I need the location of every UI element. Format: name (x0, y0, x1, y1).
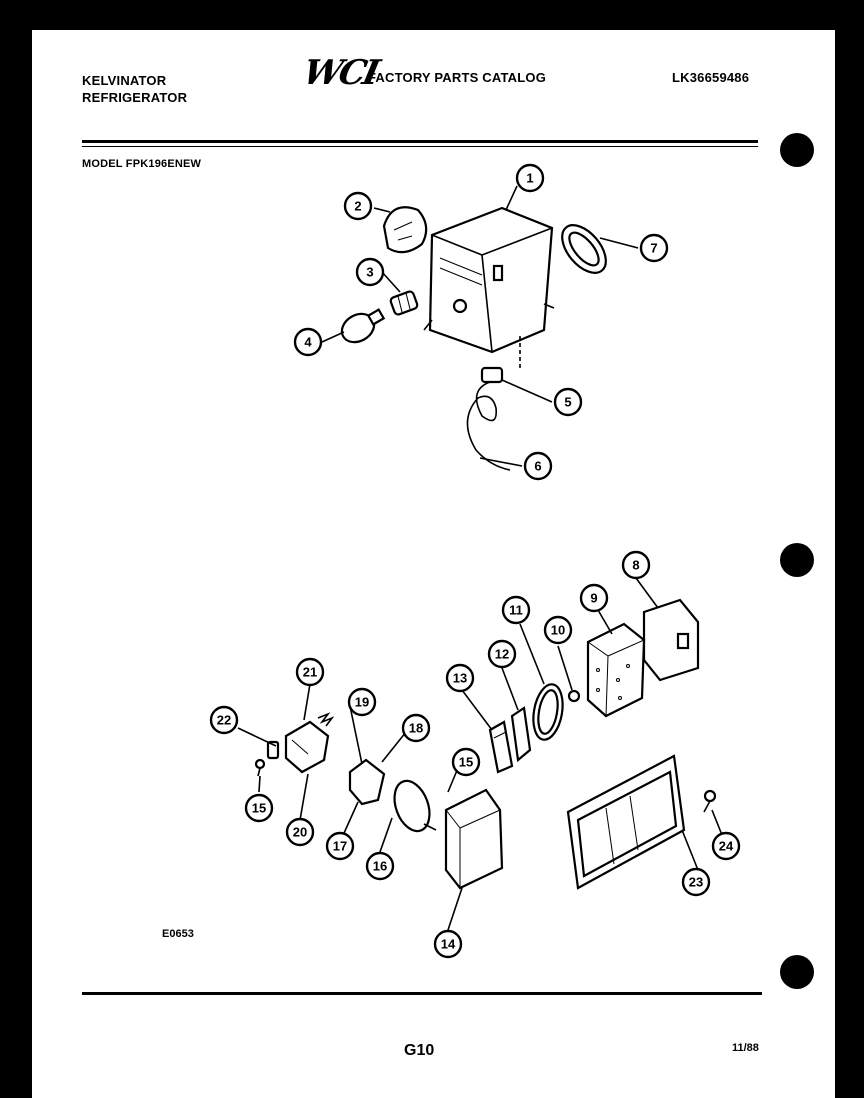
svg-text:9: 9 (590, 591, 597, 606)
svg-text:6: 6 (534, 459, 541, 474)
binder-hole-top (780, 133, 814, 167)
callout-10: 10 (543, 615, 573, 645)
svg-text:4: 4 (304, 335, 312, 350)
svg-text:13: 13 (453, 671, 467, 686)
callout-9: 9 (579, 583, 609, 613)
leader-lines (237, 185, 725, 931)
solenoid-part (284, 720, 330, 774)
catalog-code: LK36659486 (672, 70, 750, 85)
product-type: REFRIGERATOR (82, 90, 188, 105)
svg-text:5: 5 (564, 395, 571, 410)
nut-part (567, 689, 581, 703)
header-rule-bottom (82, 146, 758, 147)
brand-name: KELVINATOR (82, 73, 167, 88)
svg-text:7: 7 (650, 241, 657, 256)
callout-22: 22 (209, 705, 239, 735)
callout-13: 13 (445, 663, 475, 693)
knob-part (382, 206, 428, 254)
callout-1: 1 (515, 163, 545, 193)
actuator-part (348, 758, 386, 806)
svg-text:14: 14 (441, 937, 456, 952)
callout-2: 2 (343, 191, 373, 221)
callout-19: 19 (347, 687, 377, 717)
svg-text:12: 12 (495, 647, 509, 662)
figure-code: E0653 (162, 928, 194, 940)
svg-text:20: 20 (293, 825, 307, 840)
svg-text:19: 19 (355, 695, 369, 710)
socket-part (389, 290, 419, 316)
svg-text:16: 16 (373, 859, 387, 874)
svg-text:17: 17 (333, 839, 347, 854)
svg-text:15: 15 (252, 801, 266, 816)
callout-7: 7 (639, 233, 669, 263)
callout-14: 14 (433, 929, 463, 959)
gear-ring-part (561, 224, 607, 274)
mounting-bracket-part (393, 779, 437, 833)
model-number: MODEL FPK196ENEW (82, 158, 202, 170)
control-box-part (642, 598, 700, 682)
svg-text:18: 18 (409, 721, 423, 736)
brand-block: KELVINATOR REFRIGERATOR (82, 72, 187, 106)
motor-housing-part (586, 622, 646, 718)
svg-text:15: 15 (459, 755, 473, 770)
capillary-tube-part (466, 381, 511, 471)
callout-24: 24 (711, 831, 741, 861)
svg-text:11: 11 (509, 603, 523, 618)
svg-text:22: 22 (217, 713, 231, 728)
callout-11: 11 (501, 595, 531, 625)
revision-date: 11/88 (732, 1042, 759, 1054)
small-screw-part (254, 758, 266, 777)
callout-18: 18 (401, 713, 431, 743)
exploded-parts-diagram: 1 2 3 4 5 6 7 8 9 10 11 12 13 14 15 15 1… (209, 163, 741, 959)
door-panel-part (566, 754, 686, 890)
svg-text:8: 8 (632, 558, 639, 573)
svg-text:21: 21 (303, 665, 317, 680)
callout-15a: 15 (451, 747, 481, 777)
callout-8: 8 (621, 550, 651, 580)
binder-hole-middle (780, 543, 814, 577)
callout-6: 6 (523, 451, 553, 481)
callout-4: 4 (293, 327, 323, 357)
panel-screw-part (703, 789, 717, 813)
page-number: G10 (404, 1042, 435, 1059)
callout-12: 12 (487, 639, 517, 669)
gasket-ring-part (532, 683, 564, 741)
deflector-part (488, 720, 514, 774)
thermostat-part (480, 336, 521, 384)
callout-16: 16 (365, 851, 395, 881)
svg-text:3: 3 (366, 265, 373, 280)
svg-text:2: 2 (354, 199, 361, 214)
binder-hole-bottom (780, 955, 814, 989)
light-bulb-part (340, 308, 386, 344)
spring-part (317, 712, 335, 727)
svg-text:24: 24 (719, 839, 734, 854)
front-plate-part (510, 706, 532, 763)
callout-21: 21 (295, 657, 325, 687)
dispenser-cover-part (444, 788, 504, 890)
footer-rule (82, 992, 762, 995)
catalog-page: KELVINATOR REFRIGERATOR WCI FACTORY PART… (32, 30, 835, 1098)
callout-15b: 15 (244, 793, 274, 823)
catalog-title: FACTORY PARTS CATALOG (368, 70, 547, 85)
svg-text:10: 10 (551, 623, 565, 638)
svg-text:23: 23 (689, 875, 703, 890)
callout-5: 5 (553, 387, 583, 417)
svg-text:1: 1 (526, 171, 533, 186)
callout-20: 20 (285, 817, 315, 847)
callout-17: 17 (325, 831, 355, 861)
callout-3: 3 (355, 257, 385, 287)
header-rule-top (82, 140, 758, 143)
housing-part (423, 206, 555, 354)
callout-23: 23 (681, 867, 711, 897)
